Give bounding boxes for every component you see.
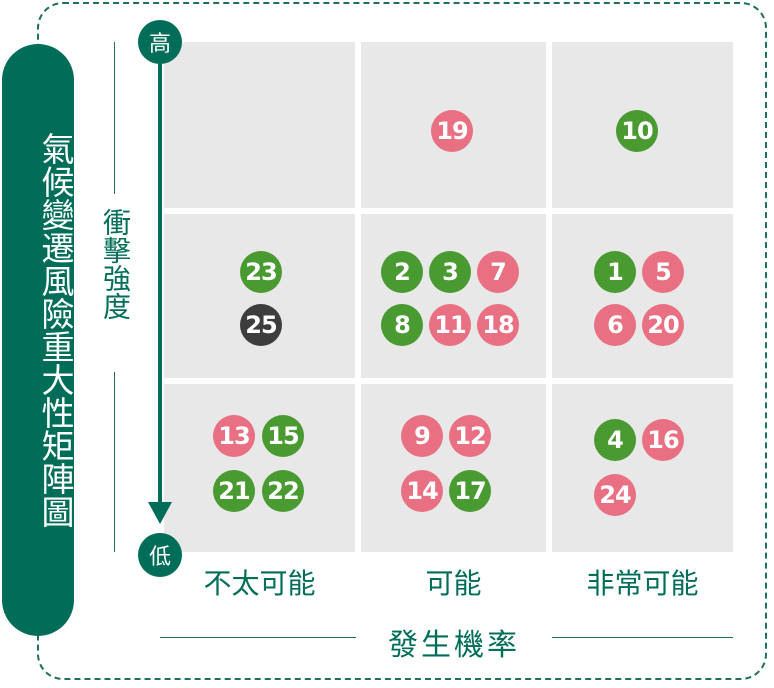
risk-marker: 21 [213, 470, 255, 512]
axis-high-badge: 高 [138, 20, 182, 64]
risk-marker: 14 [401, 470, 443, 512]
risk-marker: 25 [240, 304, 282, 346]
risk-marker: 23 [240, 251, 282, 293]
risk-marker: 15 [262, 415, 304, 457]
risk-marker: 5 [642, 251, 684, 293]
matrix-title: 氣候變遷風險重大性矩陣圖 [36, 132, 75, 528]
risk-marker: 9 [401, 415, 443, 457]
risk-marker: 19 [431, 110, 473, 152]
risk-marker: 17 [449, 470, 491, 512]
risk-marker: 12 [449, 415, 491, 457]
risk-marker: 22 [262, 470, 304, 512]
cell-low-possible [361, 384, 546, 552]
x-axis-label: 發生機率 [388, 628, 520, 663]
x-category-very-likely: 非常可能 [586, 567, 699, 600]
cell-low-very-likely [552, 384, 733, 552]
y-label-guide-bottom [114, 372, 115, 552]
risk-marker: 16 [642, 419, 684, 461]
arrow-down-icon [148, 502, 172, 524]
risk-marker: 11 [429, 304, 471, 346]
risk-marker: 10 [616, 110, 658, 152]
risk-marker: 6 [594, 304, 636, 346]
risk-marker: 8 [381, 304, 423, 346]
y-axis-label: 衝擊強度 [99, 208, 132, 320]
x-label-guide-right [552, 637, 733, 638]
risk-marker: 4 [594, 419, 636, 461]
risk-marker: 2 [381, 251, 423, 293]
risk-marker: 7 [477, 251, 519, 293]
x-category-possible: 可能 [425, 567, 482, 600]
risk-marker: 24 [594, 474, 636, 516]
impact-axis-line [158, 52, 162, 508]
risk-marker: 1 [594, 251, 636, 293]
axis-low-badge: 低 [138, 533, 182, 577]
side-title-banner: 氣候變遷風險重大性矩陣圖 [2, 44, 75, 636]
x-label-guide-left [160, 637, 356, 638]
x-category-unlikely: 不太可能 [203, 567, 316, 600]
risk-marker: 18 [477, 304, 519, 346]
risk-marker: 3 [429, 251, 471, 293]
cell-mid-possible [361, 214, 546, 378]
cell-mid-unlikely [164, 214, 355, 378]
cell-high-unlikely [164, 42, 355, 208]
cell-mid-very-likely [552, 214, 733, 378]
risk-marker: 13 [213, 415, 255, 457]
cell-low-unlikely [164, 384, 355, 552]
risk-marker: 20 [642, 304, 684, 346]
y-label-guide-top [114, 42, 115, 194]
